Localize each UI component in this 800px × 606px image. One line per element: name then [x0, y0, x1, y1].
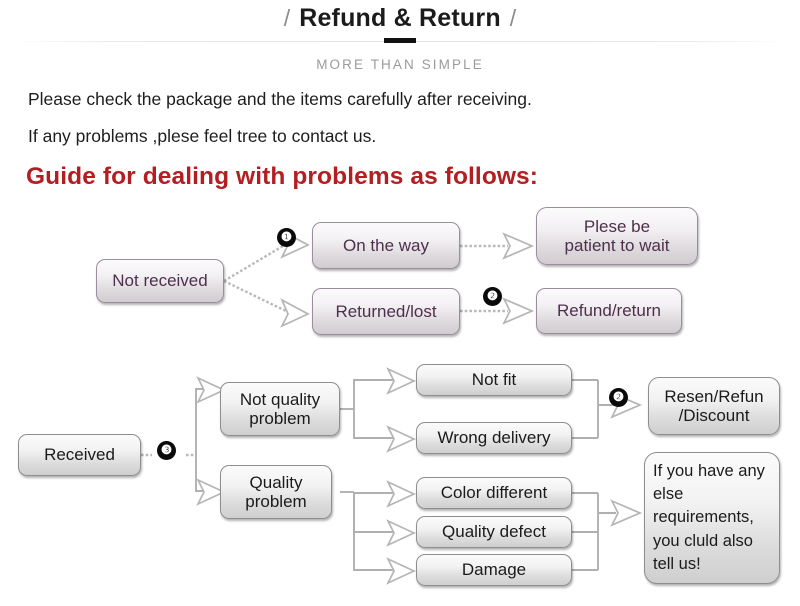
header-accent-bar: [384, 38, 416, 43]
node-not-quality-problem-line2: problem: [249, 409, 311, 428]
node-damage[interactable]: Damage: [416, 554, 572, 586]
node-resend-line1: Resen/Refun: [664, 386, 764, 406]
node-please-wait-line1: Plese be: [583, 216, 651, 236]
node-quality-defect[interactable]: Quality defect: [416, 516, 572, 548]
title-slash-left: /: [283, 5, 291, 31]
badge-one: ❶: [277, 228, 296, 247]
page-header: / Refund & Return / MORE THAN SIMPLE: [0, 0, 800, 80]
badge-three: ❸: [157, 441, 176, 460]
node-received[interactable]: Received: [18, 434, 141, 476]
node-not-fit[interactable]: Not fit: [416, 364, 572, 396]
node-wrong-delivery[interactable]: Wrong delivery: [416, 422, 572, 454]
node-extra-requirements-note[interactable]: If you have any else requirements, you c…: [644, 452, 780, 584]
node-not-quality-problem[interactable]: Not quality problem: [220, 382, 340, 436]
page-subtitle: MORE THAN SIMPLE: [316, 57, 484, 72]
node-on-the-way[interactable]: On the way: [312, 222, 460, 269]
intro-line-1: Please check the package and the items c…: [28, 89, 532, 109]
node-not-received[interactable]: Not received: [96, 259, 224, 303]
page-title-text: Refund & Return: [299, 4, 501, 32]
node-please-wait-line2: patient to wait: [564, 236, 670, 255]
node-resend-refund-discount[interactable]: Resen/Refun /Discount: [648, 377, 780, 435]
node-returned-lost[interactable]: Returned/lost: [312, 288, 460, 335]
guide-heading: Guide for dealing with problems as follo…: [26, 163, 539, 190]
node-please-wait[interactable]: Plese be patient to wait: [536, 207, 698, 265]
node-color-different[interactable]: Color different: [416, 477, 572, 509]
node-quality-problem-line2: problem: [245, 492, 307, 511]
node-not-quality-problem-line1: Not quality: [239, 389, 321, 409]
badge-two-lower: ❷: [609, 388, 628, 407]
page-title: / Refund & Return /: [0, 4, 800, 33]
badge-two-upper: ❷: [483, 287, 502, 306]
node-refund-return[interactable]: Refund/return: [536, 288, 682, 334]
title-slash-right: /: [509, 5, 517, 31]
node-quality-problem[interactable]: Quality problem: [220, 465, 332, 519]
node-quality-problem-line1: Quality: [249, 472, 303, 492]
intro-line-2: If any problems ,plese feel tree to cont…: [28, 126, 377, 146]
node-resend-line2: /Discount: [678, 406, 750, 425]
